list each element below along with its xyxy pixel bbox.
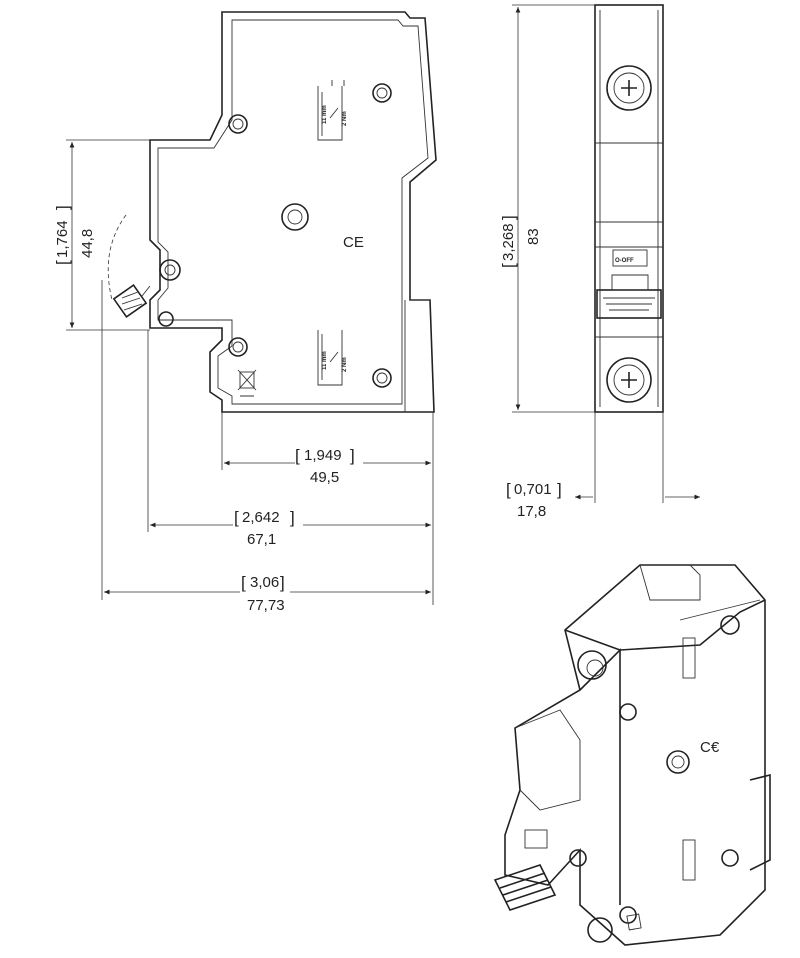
- svg-text:C€: C€: [700, 739, 720, 756]
- terminal-label-top: 11 mm 2 Nm: [317, 80, 348, 141]
- side-view-outline: [149, 11, 437, 413]
- dimension-front-width: [0,701] 17,8: [506, 412, 700, 520]
- svg-text:49,5: 49,5: [310, 469, 339, 486]
- side-view: CE 11 mm 2 Nm 11 mm 2 Nm: [107, 11, 437, 413]
- terminal-hole: [587, 917, 613, 943]
- svg-text:]: ]: [53, 205, 72, 210]
- svg-text:11 mm: 11 mm: [322, 105, 328, 124]
- svg-text:0,701: 0,701: [514, 481, 552, 498]
- rivet: [158, 311, 174, 327]
- svg-text:]: ]: [557, 480, 562, 499]
- svg-text:2 Nm: 2 Nm: [342, 111, 348, 126]
- svg-text:83: 83: [525, 228, 542, 245]
- front-view-outline: [594, 4, 664, 413]
- toggle-lever: [107, 214, 151, 319]
- svg-text:44,8: 44,8: [79, 229, 96, 258]
- svg-text:]: ]: [290, 508, 295, 527]
- svg-text:[: [: [53, 260, 72, 265]
- dimension-depth-mid: [2,642] 67,1: [148, 330, 431, 548]
- terminal-hole: [577, 650, 607, 680]
- mounting-hole: [372, 368, 392, 388]
- mounting-hole: [372, 83, 392, 103]
- terminal-screw-top: [606, 65, 652, 111]
- svg-text:]: ]: [350, 446, 355, 465]
- terminal-screw-bottom: [606, 357, 652, 403]
- center-hole: [281, 203, 309, 231]
- mounting-hole: [159, 259, 181, 281]
- switch-state-window: [612, 249, 648, 267]
- svg-text:3,06: 3,06: [250, 574, 279, 591]
- front-view: O-OFF: [594, 4, 664, 413]
- mounting-hole: [228, 337, 248, 357]
- svg-text:77,73: 77,73: [247, 597, 285, 614]
- svg-text:]: ]: [499, 215, 518, 220]
- dimension-front-height: [ 3,268 ] 83: [499, 4, 595, 413]
- svg-text:[: [: [295, 446, 300, 465]
- svg-text:2,642: 2,642: [242, 509, 280, 526]
- svg-text:2 Nm: 2 Nm: [342, 357, 348, 372]
- svg-text:[: [: [499, 263, 518, 268]
- svg-text:[: [: [241, 573, 246, 592]
- mounting-hole: [228, 114, 248, 134]
- dimension-side-height: [ 1,764 ] 44,8: [53, 139, 150, 331]
- dimension-depth-total: [3,06] 77,73: [102, 280, 431, 614]
- isometric-view: C€: [493, 564, 771, 946]
- svg-text:1,949: 1,949: [304, 447, 342, 464]
- terminal-label-bottom: 11 mm 2 Nm: [317, 330, 348, 386]
- svg-text:17,8: 17,8: [517, 503, 546, 520]
- ce-mark: CE: [343, 234, 364, 251]
- svg-text:67,1: 67,1: [247, 531, 276, 548]
- svg-text:]: ]: [280, 573, 285, 592]
- svg-text:[: [: [234, 508, 239, 527]
- svg-text:3,268: 3,268: [500, 223, 517, 261]
- svg-text:1,764: 1,764: [54, 220, 71, 258]
- svg-text:11 mm: 11 mm: [322, 351, 328, 370]
- recycle-bin-icon: [237, 369, 257, 397]
- dimension-depth-body: [1,949] 49,5: [222, 412, 433, 605]
- svg-text:O-OFF: O-OFF: [615, 258, 634, 264]
- svg-text:[: [: [506, 480, 511, 499]
